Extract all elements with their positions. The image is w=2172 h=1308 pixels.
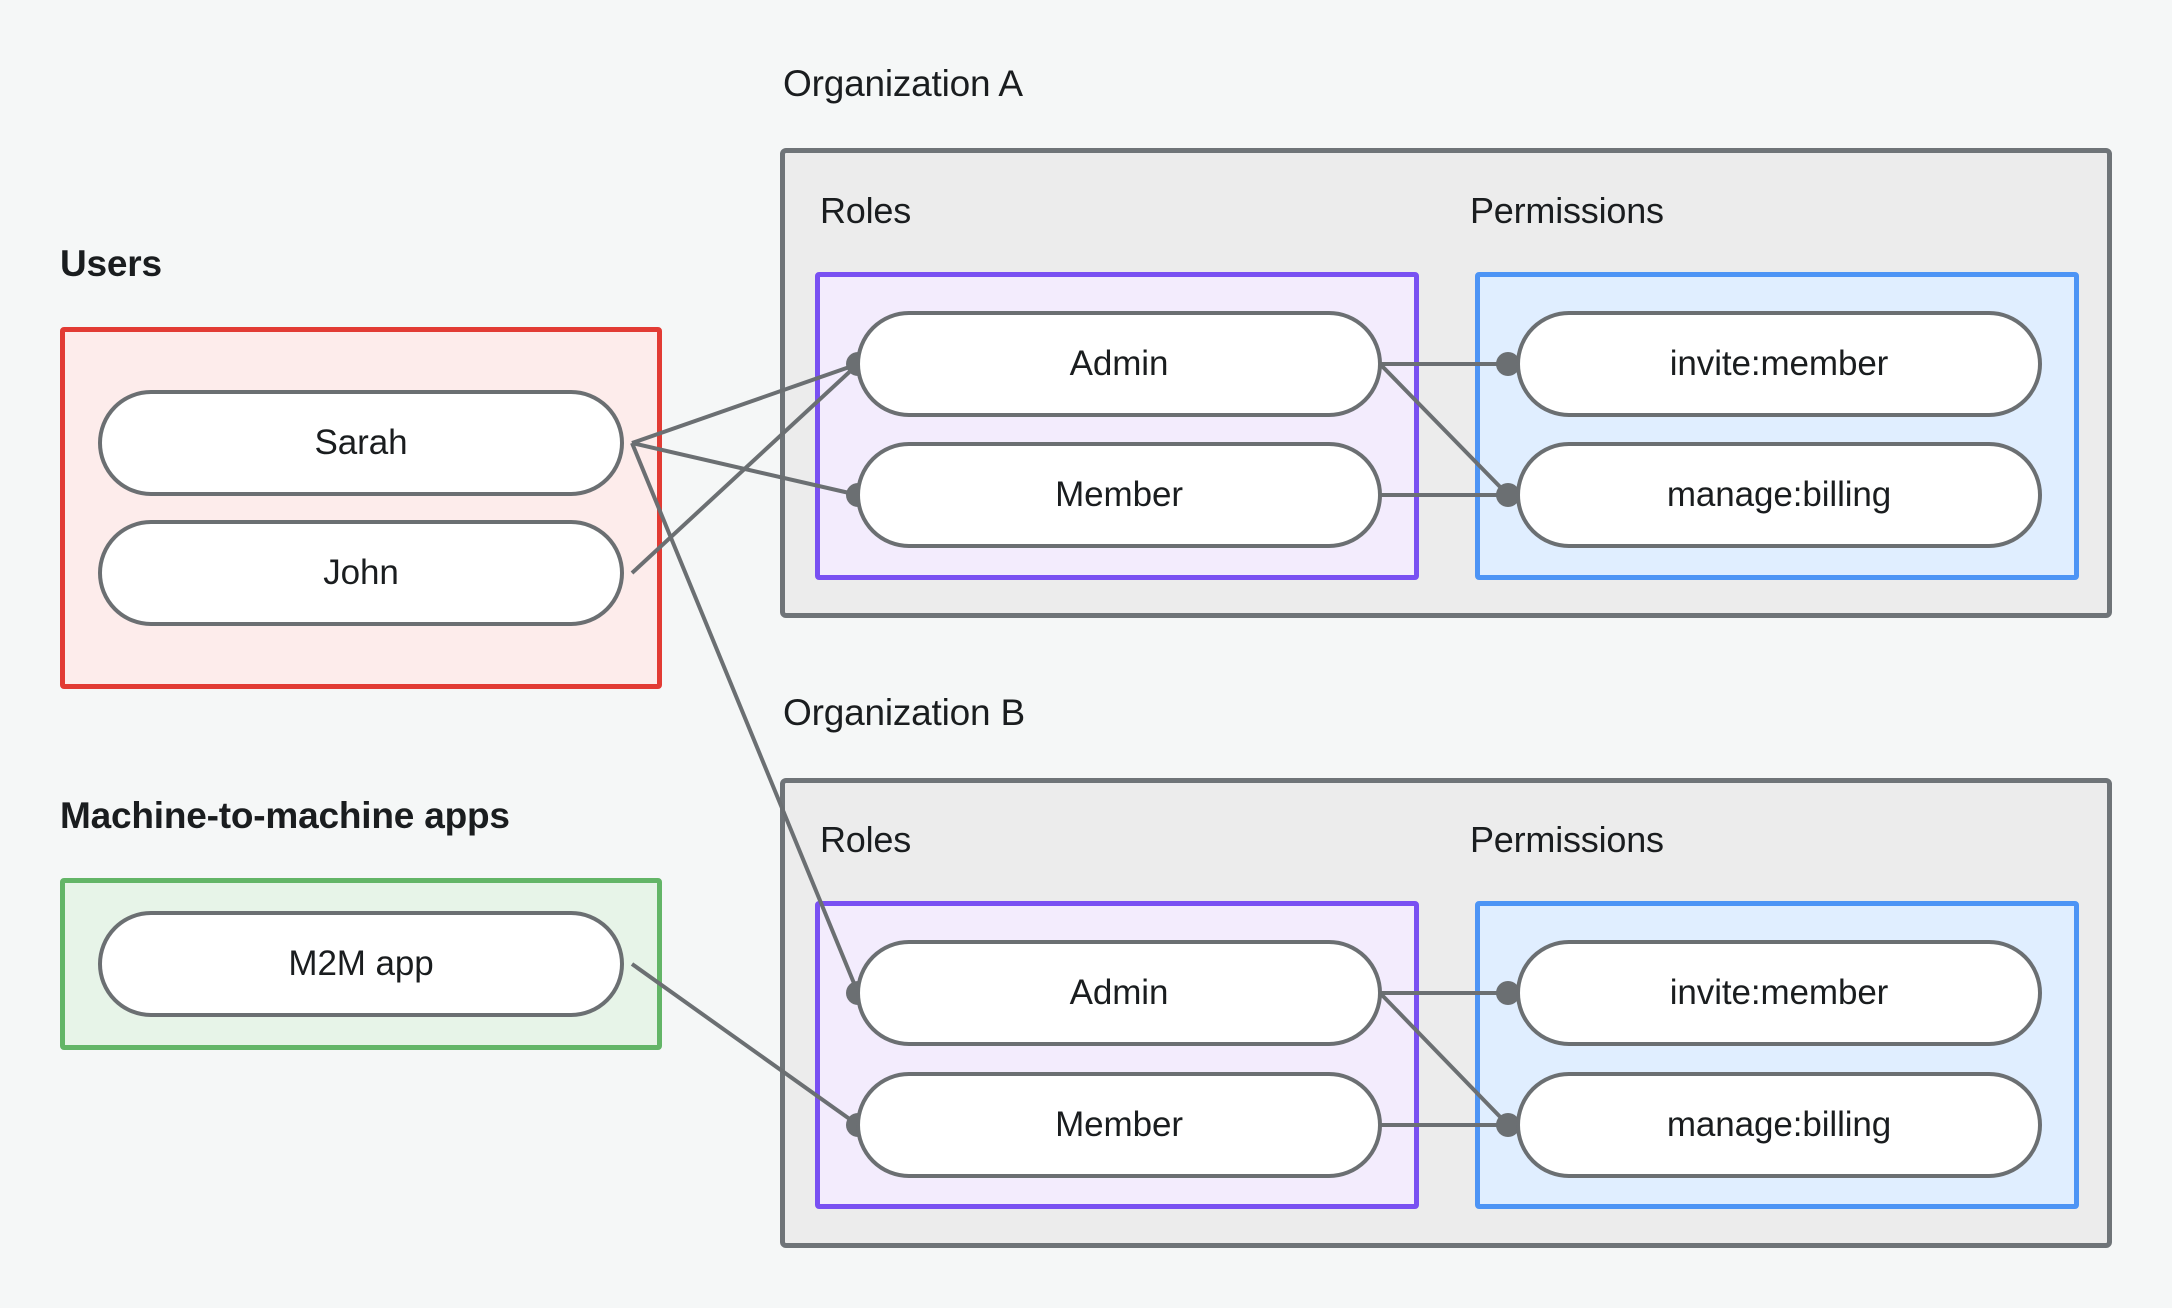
node-org-a-perm-invite-member[interactable]: invite:member — [1516, 311, 2042, 417]
m2m-group-title: Machine-to-machine apps — [60, 795, 510, 836]
node-org-a-perm-manage-billing[interactable]: manage:billing — [1516, 442, 2042, 548]
users-container — [60, 327, 662, 689]
node-label: Admin — [1069, 344, 1169, 383]
node-label: manage:billing — [1666, 1105, 1892, 1144]
node-org-b-perm-manage-billing[interactable]: manage:billing — [1516, 1072, 2042, 1178]
org-a-title: Organization A — [783, 63, 1023, 104]
node-label: invite:member — [1669, 973, 1889, 1012]
node-label: Member — [1055, 1105, 1183, 1144]
org-b-roles-title: Roles — [820, 819, 912, 860]
node-label: M2M app — [288, 944, 434, 983]
node-m2m-app[interactable]: M2M app — [98, 911, 624, 1017]
org-b-permissions-title: Permissions — [1470, 819, 1664, 860]
node-label: Admin — [1069, 973, 1169, 1012]
node-label: manage:billing — [1666, 475, 1892, 514]
node-org-a-role-member[interactable]: Member — [856, 442, 1382, 548]
node-org-b-role-admin[interactable]: Admin — [856, 940, 1382, 1046]
node-label: John — [323, 553, 399, 592]
node-label: Sarah — [314, 423, 408, 462]
org-a-roles-title: Roles — [820, 190, 912, 231]
node-label: invite:member — [1669, 344, 1889, 383]
node-user-sarah[interactable]: Sarah — [98, 390, 624, 496]
node-org-a-role-admin[interactable]: Admin — [856, 311, 1382, 417]
node-org-b-perm-invite-member[interactable]: invite:member — [1516, 940, 2042, 1046]
node-org-b-role-member[interactable]: Member — [856, 1072, 1382, 1178]
org-a-permissions-title: Permissions — [1470, 190, 1664, 231]
users-group-title: Users — [60, 243, 162, 284]
node-label: Member — [1055, 475, 1183, 514]
node-user-john[interactable]: John — [98, 520, 624, 626]
org-b-title: Organization B — [783, 692, 1025, 733]
